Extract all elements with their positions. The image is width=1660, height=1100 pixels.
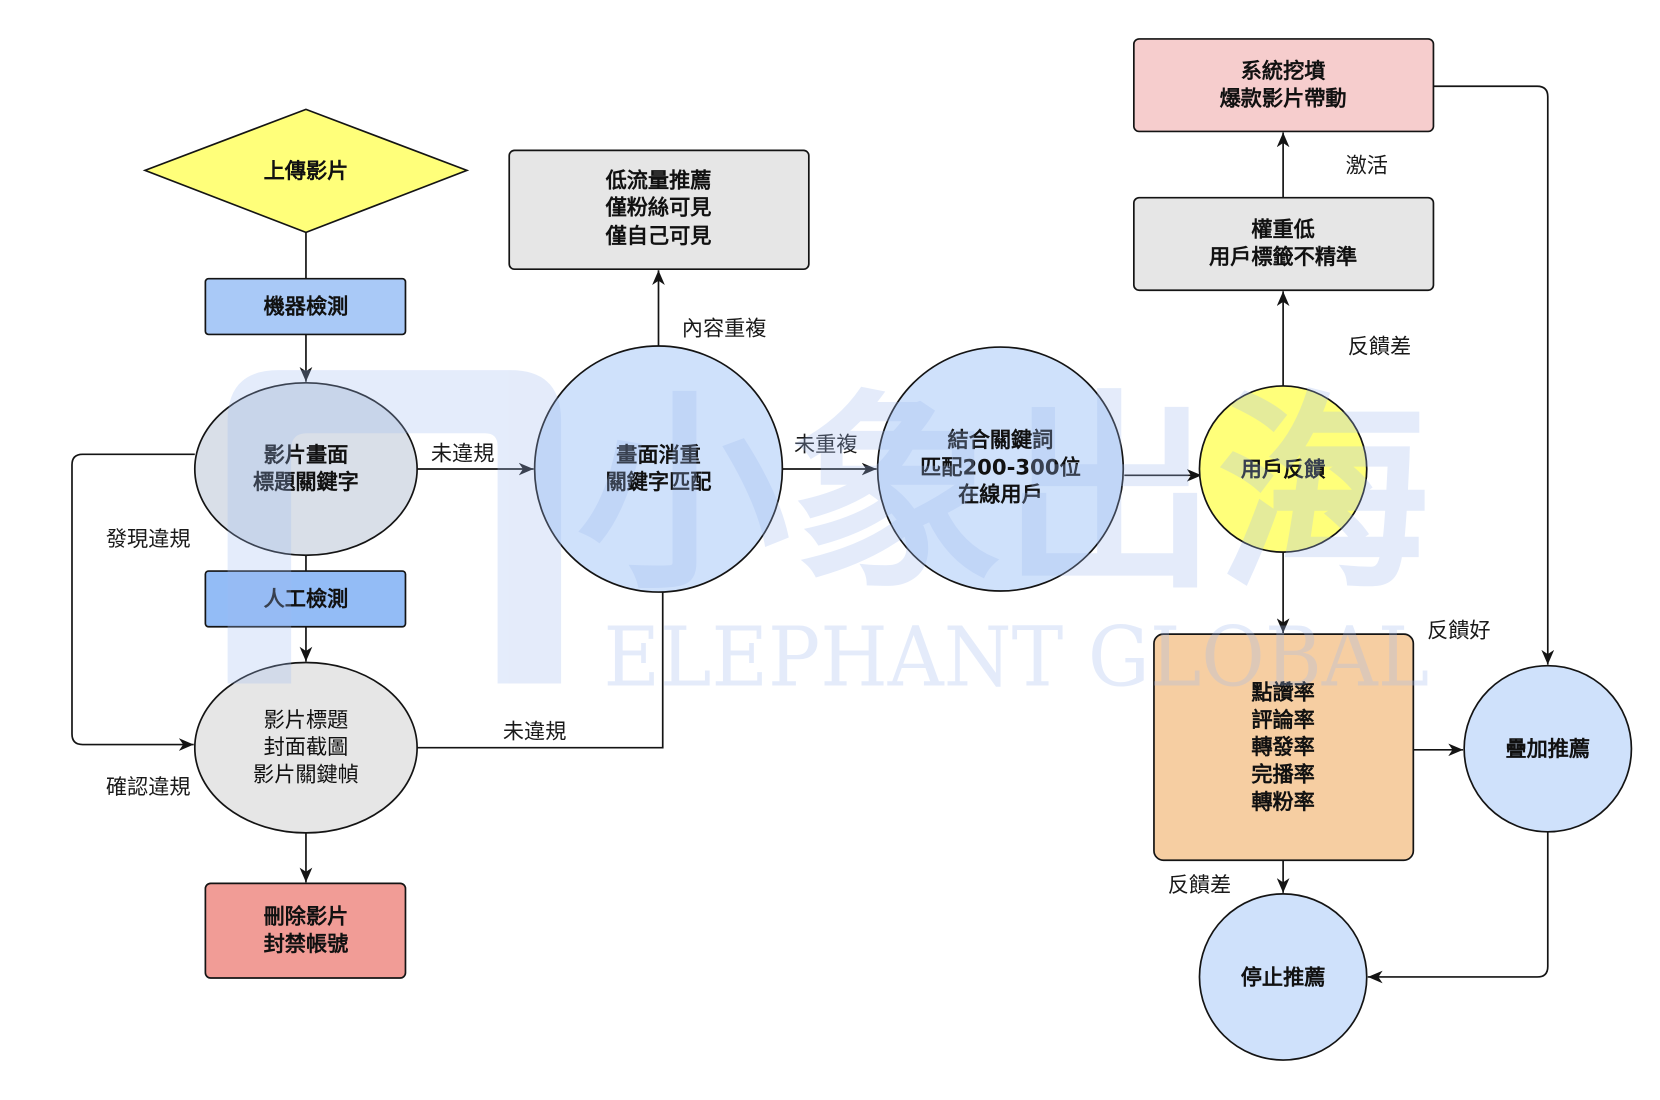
node-label-line: 匹配200-300位 [920,454,1081,479]
edge-labels: 未違規 發現違規 確認違規 未違規 內容重複 未重複 反饋差 激活 反饋好 反饋… [106,153,1491,897]
process-ellipse [193,661,418,834]
node-low-traffic: 低流量推薦 僅粉絲可見 僅自己可見 [508,149,810,271]
process-box [204,277,407,336]
node-label-line: 封禁帳號 [264,931,349,956]
node-label-line: 轉發率 [1251,734,1315,759]
node-keyword-users: 結合關鍵詞 匹配200-300位 在線用戶 [876,346,1125,592]
node-label-line: 系統挖墳 [1241,58,1327,83]
node-machine-check: 機器檢測 [204,277,407,336]
node-label-line: 點讚率 [1251,680,1315,705]
node-label: 用戶反饋 [1241,457,1327,482]
node-label-line: 標題關鍵字 [253,469,359,494]
process-circle [533,345,784,593]
node-label: 上傳影片 [264,158,349,183]
process-ellipse [193,381,418,557]
node-label-line: 權重低 [1251,217,1315,242]
node-label-line: 在線用戶 [958,482,1043,507]
node-label-line: 畫面消重 [616,442,701,467]
node-manual-check: 人工檢測 [204,570,407,628]
edge-label-activate: 激活 [1346,153,1388,178]
node-label-line: 評論率 [1251,707,1315,732]
node-user-feedback: 用戶反饋 [1198,385,1368,553]
decision-diamond [142,108,470,234]
node-screen-keywords: 影片畫面 標題關鍵字 [193,381,418,557]
process-box [1153,633,1415,862]
node-label-line: 結合關鍵詞 [948,427,1054,452]
process-box [508,149,810,271]
node-upload-video: 上傳影片 [142,108,470,234]
node-label-line: 低流量推薦 [605,167,712,192]
node-dedup-match: 畫面消重 關鍵字匹配 [533,345,784,593]
node-stop: 停止推薦 [1198,893,1368,1061]
edge-label-confirmed-violation: 確認違規 [106,774,191,799]
node-label-line: 關鍵字匹配 [606,469,712,494]
edge-label-poor-feedback: 反饋差 [1348,334,1412,359]
edge-label-not-violating: 未違規 [431,441,495,466]
node-label-line: 爆款影片帶動 [1220,85,1347,110]
node-label: 疊加推薦 [1505,736,1590,761]
edge-label-duplicate-content: 內容重複 [682,316,767,341]
edge-violation-loop [71,453,195,751]
node-label-line: 影片關鍵幀 [253,762,359,787]
process-box [1132,38,1435,133]
edge-boost-to-stop [1367,831,1549,984]
node-label: 停止推薦 [1241,965,1326,990]
node-label-line: 封面截圖 [264,734,349,759]
node-system-revival: 系統挖墳 爆款影片帶動 [1132,38,1435,133]
node-label-line: 僅自己可見 [605,223,712,248]
node-metrics: 點讚率 評論率 轉發率 完播率 轉粉率 [1153,633,1415,862]
process-box [204,882,407,979]
node-label-line: 刪除影片 [264,904,349,929]
process-circle [1198,385,1368,553]
edge-label-poor-feedback: 反饋差 [1168,872,1232,897]
edges [71,85,1555,984]
node-title-cover-frames: 影片標題 封面截圖 影片關鍵幀 [193,661,418,834]
process-circle [1198,893,1368,1061]
edge-title-cover-to-dedup [417,588,664,749]
process-circle [1463,664,1633,833]
edge-label-not-duplicate: 未重複 [794,431,858,456]
node-label-line: 用戶標籤不精準 [1209,244,1357,269]
node-label: 人工檢測 [264,586,349,611]
node-low-weight: 權重低 用戶標籤不精準 [1132,196,1435,292]
process-box [204,570,407,628]
node-label-line: 影片畫面 [264,442,349,467]
process-circle [876,346,1125,592]
node-label-line: 完播率 [1251,762,1315,787]
edge-label-good-feedback: 反饋好 [1427,617,1491,642]
node-label: 機器檢測 [264,294,349,319]
node-boost: 疊加推薦 [1463,664,1633,833]
edge-revival-to-boost [1433,85,1555,665]
node-label-line: 僅粉絲可見 [605,195,712,220]
edge-label-found-violation: 發現違規 [106,526,191,551]
node-label-line: 影片標題 [264,707,349,732]
edge-label-not-violating: 未違規 [503,718,567,743]
node-delete-ban: 刪除影片 封禁帳號 [204,882,407,979]
process-box [1132,196,1435,292]
node-label-line: 轉粉率 [1251,789,1315,814]
